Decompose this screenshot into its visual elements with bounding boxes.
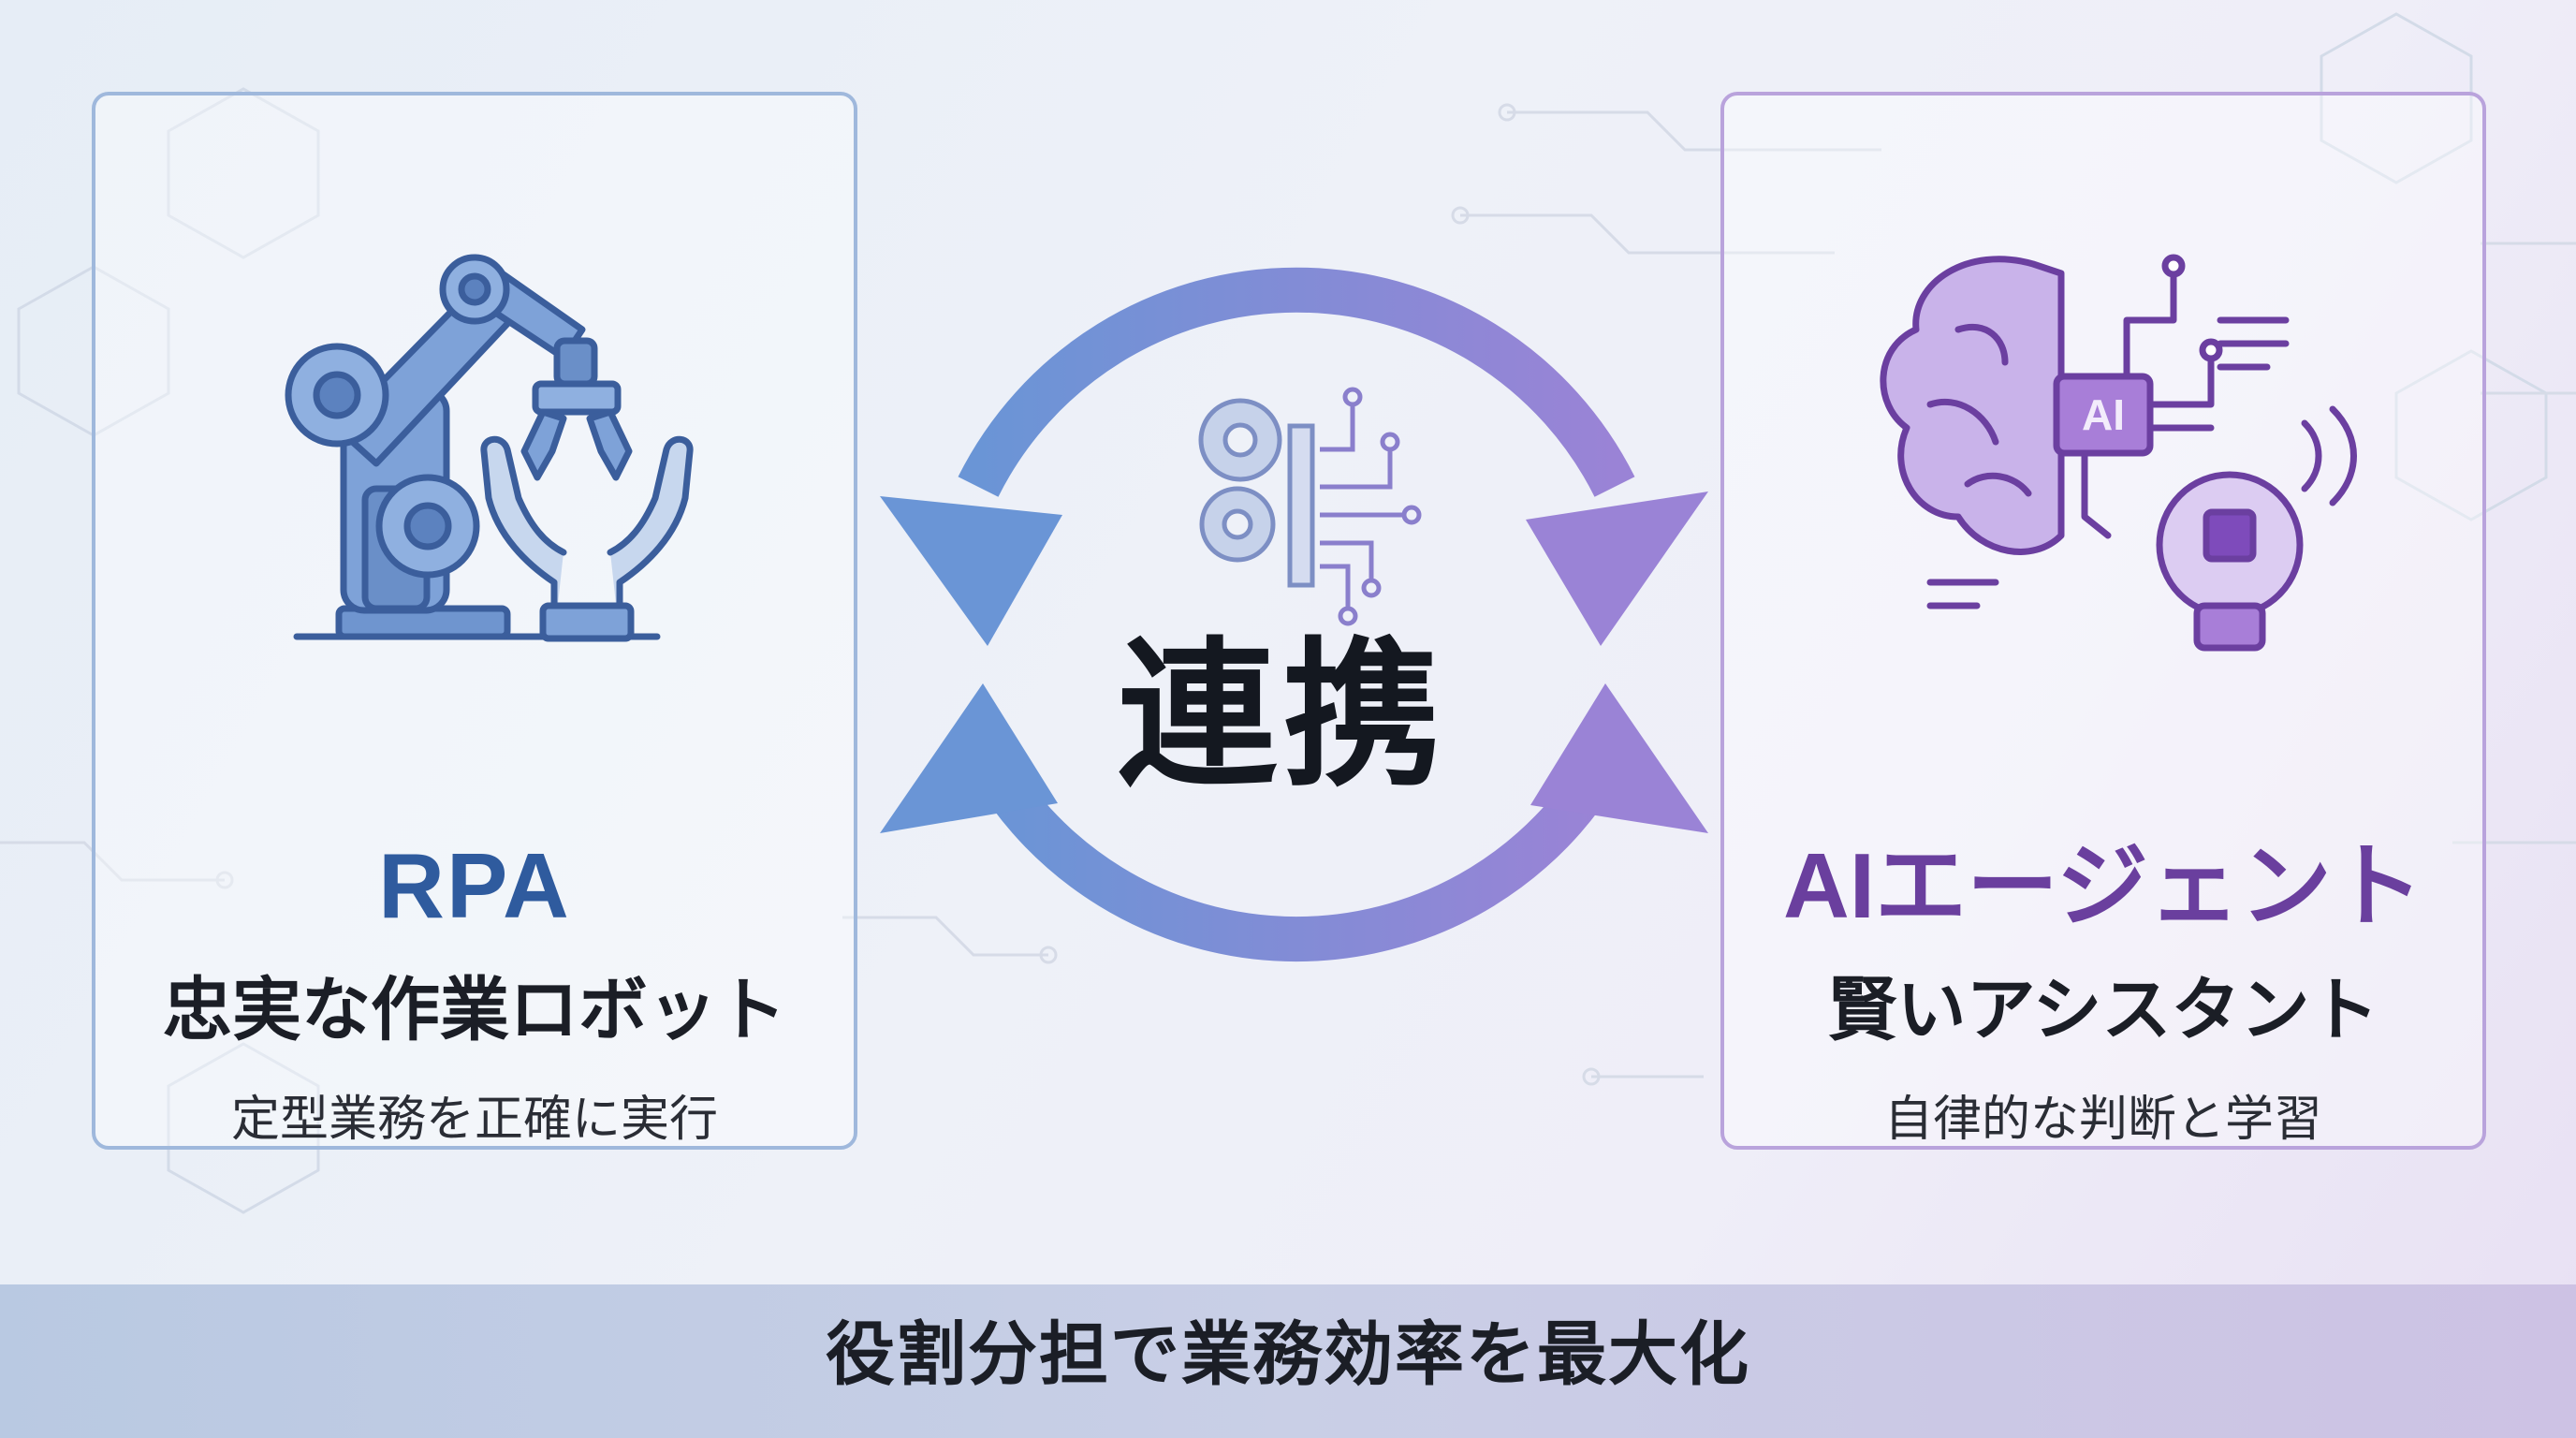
arrowhead-upper-left <box>880 496 1062 646</box>
ai-agent-title: AIエージェント <box>1782 834 2424 937</box>
ai-brain-icon: AI <box>1880 254 2357 652</box>
upper-arc-arrow <box>958 267 1635 497</box>
rpa-subtitle: 忠実な作業ロボット <box>163 970 786 1050</box>
cycle-arrows <box>880 267 1708 962</box>
center-title: 連携 <box>1117 624 1447 809</box>
rpa-description: 定型業務を正確に実行 <box>230 1092 718 1148</box>
arrowhead-upper-right <box>1526 492 1708 646</box>
rpa-title: RPA <box>378 834 571 937</box>
ai-chip-label: AI <box>2082 390 2125 439</box>
footer-banner: 役割分担で業務効率を最大化 <box>0 1284 2576 1438</box>
gear-circuit-icon <box>1198 387 1422 626</box>
arrowhead-lower-right <box>1530 683 1708 833</box>
ai-agent-card: AI AIエージェント 賢いアシスタント 自律的な判断と学習 <box>1720 92 2486 1150</box>
ai-agent-description: 自律的な判断と学習 <box>1883 1092 2322 1148</box>
footer-text: 役割分担で業務効率を最大化 <box>826 1314 1750 1395</box>
rpa-card: RPA 忠実な作業ロボット 定型業務を正確に実行 <box>92 92 857 1150</box>
lower-arc-arrow <box>973 756 1620 962</box>
arrowhead-lower-left <box>880 683 1058 833</box>
ai-agent-subtitle: 賢いアシスタント <box>1827 970 2379 1050</box>
robot-arm-icon <box>285 254 694 642</box>
